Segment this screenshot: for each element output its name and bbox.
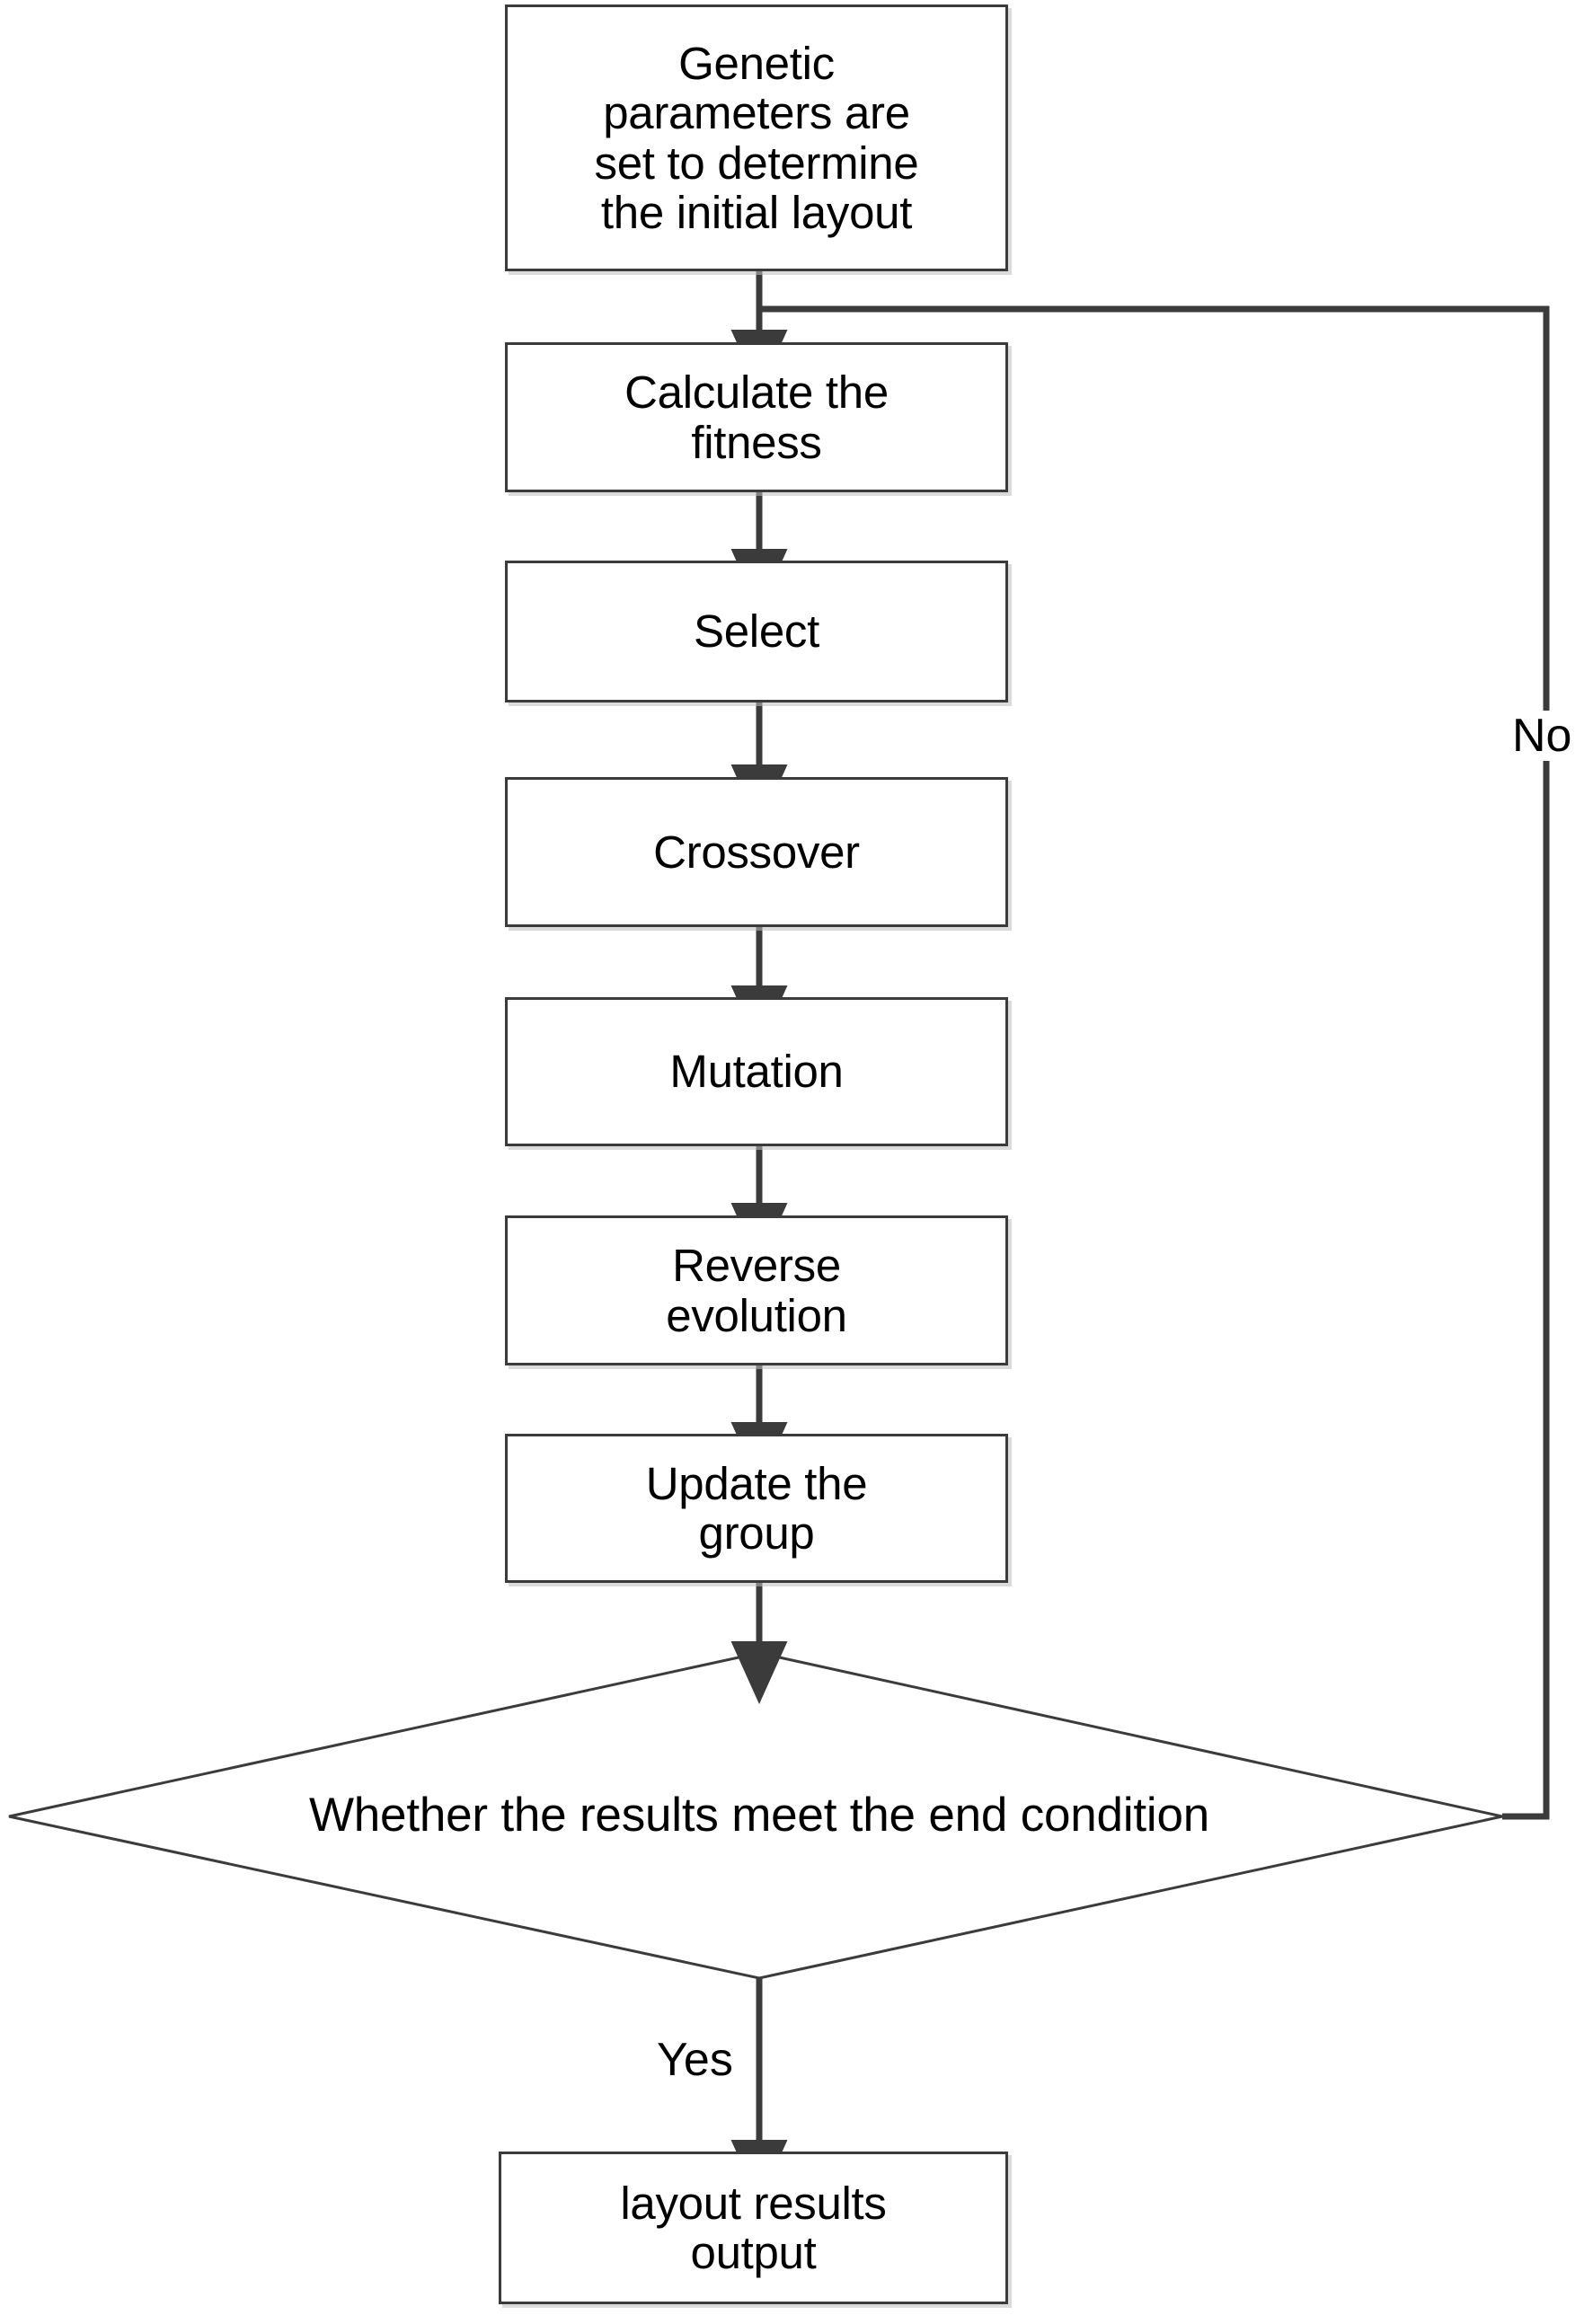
node-update-group-label: Update the group bbox=[645, 1457, 868, 1559]
node-end-condition-label: Whether the results meet the end conditi… bbox=[308, 1789, 1210, 1842]
node-select-label: Select bbox=[694, 605, 819, 658]
node-select[interactable]: Select bbox=[505, 561, 1008, 703]
node-reverse-evolution-label: Reverse evolution bbox=[666, 1240, 847, 1341]
edge-label-yes: Yes bbox=[653, 2035, 737, 2085]
edge-label-no-text: No bbox=[1512, 710, 1572, 762]
node-crossover[interactable]: Crossover bbox=[505, 777, 1008, 927]
node-layout-results-output[interactable]: layout results output bbox=[499, 2152, 1008, 2304]
node-update-group[interactable]: Update the group bbox=[505, 1434, 1008, 1583]
node-calculate-fitness[interactable]: Calculate the fitness bbox=[505, 342, 1008, 492]
node-crossover-label: Crossover bbox=[653, 826, 860, 878]
node-genetic-parameters-label: Genetic parameters are set to determine … bbox=[594, 38, 919, 238]
node-calculate-fitness-label: Calculate the fitness bbox=[624, 367, 889, 468]
edge-decision-n2-no bbox=[759, 305, 1550, 1820]
node-mutation-label: Mutation bbox=[669, 1046, 844, 1098]
node-reverse-evolution[interactable]: Reverse evolution bbox=[505, 1215, 1008, 1365]
node-layout-results-output-label: layout results output bbox=[620, 2177, 887, 2278]
node-end-condition-decision[interactable]: Whether the results meet the end conditi… bbox=[85, 1791, 1433, 1839]
node-mutation[interactable]: Mutation bbox=[505, 997, 1008, 1146]
edge-label-yes-text: Yes bbox=[657, 2034, 733, 2086]
edge-label-no: No bbox=[1509, 710, 1576, 762]
node-genetic-parameters[interactable]: Genetic parameters are set to determine … bbox=[505, 4, 1008, 271]
